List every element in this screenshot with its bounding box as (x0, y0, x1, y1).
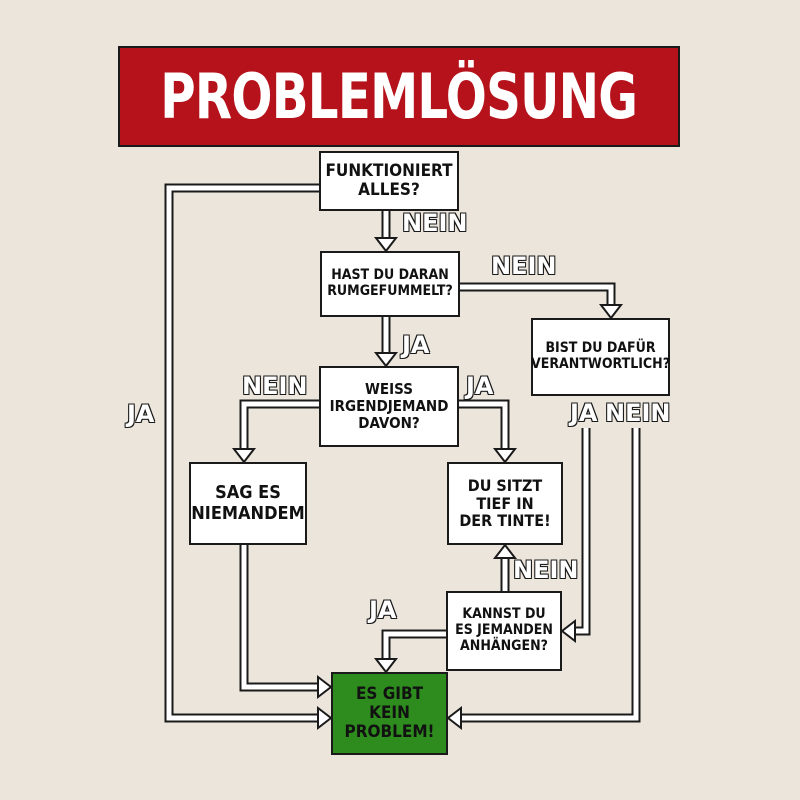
node-text-line: PROBLEM! (344, 722, 435, 743)
node-text-line: FUNKTIONIERT (325, 160, 453, 181)
edge-verantwortlich-nein-to-kein-problem (461, 428, 641, 723)
node-text-line: ES JEMANDEN (455, 622, 553, 639)
edge-rumgefummelt-to-verantwortlich (460, 282, 616, 305)
label-nein-weiss: NEIN (241, 371, 308, 400)
label-ja-verantwortlich: JA (569, 398, 598, 427)
label-nein-verantwortlich: NEIN (604, 398, 671, 427)
edge-weiss-to-sag-es-arrowhead (231, 448, 257, 464)
label-nein-rumgefummelt: NEIN (490, 251, 557, 280)
node-text-line: RUMGEFUMMELT? (327, 283, 453, 299)
edge-sag-es-to-kein-problem-arrowhead (317, 674, 333, 700)
node-text-line: KEIN (369, 702, 410, 723)
node-text-line: ANHÄNGEN? (460, 637, 548, 654)
node-text-line: ALLES? (358, 180, 420, 200)
node-text-line: ES GIBT (355, 683, 424, 704)
edge-weiss-to-tinte (459, 399, 510, 449)
node-text-line: TIEF IN (476, 493, 534, 513)
node-text-line: NIEMANDEM (191, 502, 305, 524)
edge-weiss-to-tinte-arrowhead (492, 448, 518, 464)
label-ja-rumgefummelt: JA (401, 330, 430, 359)
edge-verantwortlich-nein-to-kein-problem-arrowhead (446, 705, 462, 731)
page-title: PROBLEMLÖSUNG (160, 60, 639, 133)
title-banner: PROBLEMLÖSUNG (118, 46, 680, 147)
node-text-line: HAST DU DARAN (331, 267, 449, 284)
node-text-line: WEISS (365, 380, 413, 399)
edge-sag-es-to-kein-problem (239, 545, 318, 692)
label-nein-funktioniert: NEIN (401, 208, 468, 237)
edge-funktioniert-to-rumgefummelt-arrowhead (373, 237, 399, 253)
edge-verantwortlich-ja-to-anhaengen (575, 428, 591, 636)
node-text-line: DU SITZT (467, 475, 543, 495)
edge-anhaengen-to-tinte-arrowhead (492, 543, 518, 559)
node-text-line: DER TINTE! (459, 511, 551, 531)
node-text-line: BIST DU DAFÜR (545, 340, 656, 357)
label-nein-anhaengen: NEIN (512, 555, 579, 584)
edge-weiss-to-sag-es (239, 399, 319, 449)
edge-anhaengen-ja-to-kein-problem-arrowhead (373, 658, 399, 674)
node-text-line: KANNST DU (462, 606, 546, 623)
edge-rumgefummelt-to-weiss-arrowhead (373, 352, 399, 368)
node-text-line: VERANTWORTLICH? (531, 356, 671, 372)
edge-anhaengen-ja-to-kein-problem (381, 629, 446, 659)
edge-funktioniert-ja-to-kein-problem-arrowhead (317, 705, 333, 731)
node-text-line: IRGENDJEMAND (329, 397, 449, 416)
edge-verantwortlich-ja-to-anhaengen-arrowhead (560, 618, 576, 644)
label-ja-weiss: JA (465, 371, 494, 400)
label-ja-funktioniert: JA (126, 399, 155, 428)
label-ja-anhaengen: JA (368, 595, 397, 624)
edge-funktioniert-ja-to-kein-problem (164, 183, 319, 723)
node-text-line: SAG ES (215, 482, 281, 504)
edge-rumgefummelt-to-verantwortlich-arrowhead (598, 304, 624, 320)
node-text-line: DAVON? (358, 413, 420, 432)
